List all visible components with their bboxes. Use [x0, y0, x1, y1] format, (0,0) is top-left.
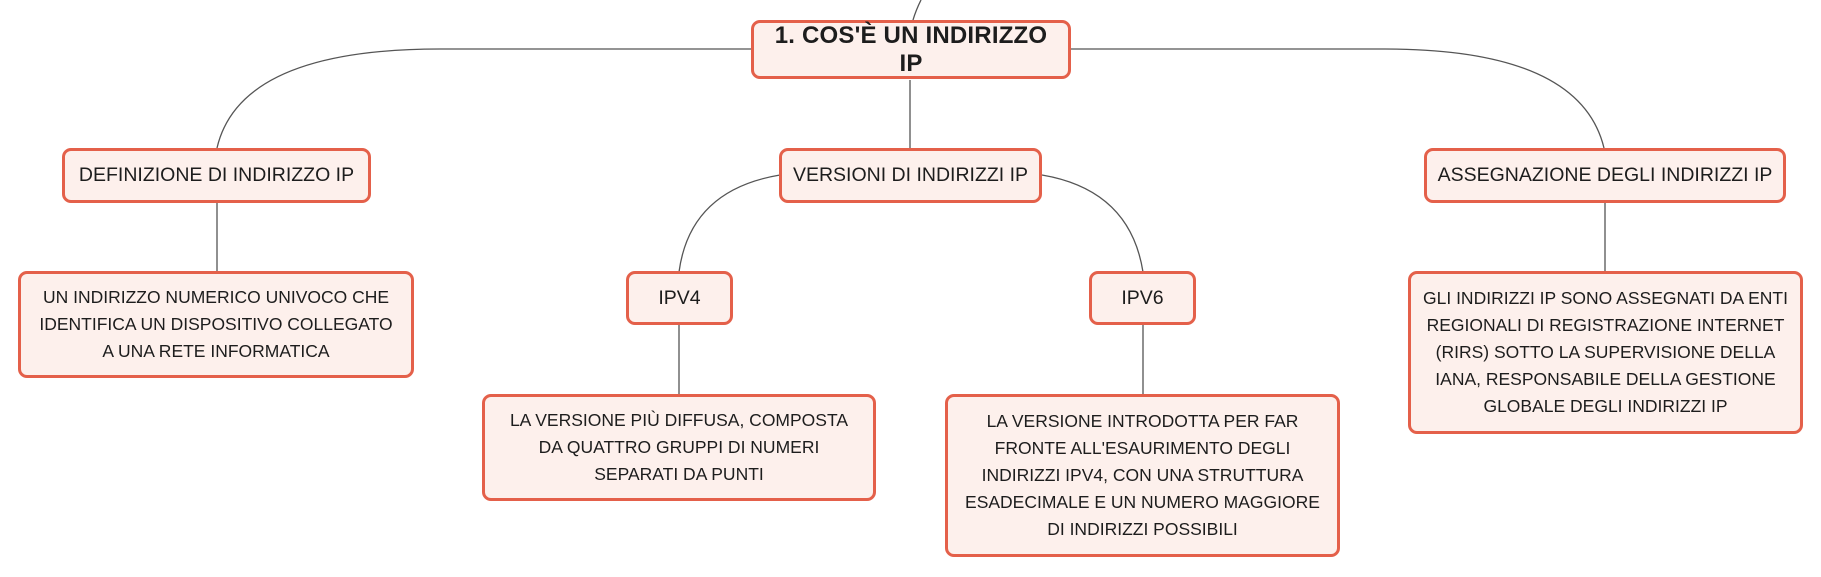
root-node[interactable]: 1. COS'È UN INDIRIZZO IP — [751, 20, 1071, 79]
subbranch-node-label: IPV6 — [1121, 286, 1164, 309]
leaf-node-text: LA VERSIONE INTRODOTTA PER FAR FRONTE AL… — [965, 411, 1320, 539]
connector-root-to-definizione — [216, 48, 752, 149]
subbranch-node-ipv6[interactable]: IPV6 — [1089, 271, 1196, 325]
connector-versioni-to-ipv6 — [1041, 174, 1144, 273]
leaf-node-definizione[interactable]: UN INDIRIZZO NUMERICO UNIVOCO CHE IDENTI… — [18, 271, 414, 378]
subbranch-node-label: IPV4 — [658, 286, 701, 309]
leaf-node-assegnazione[interactable]: GLI INDIRIZZI IP SONO ASSEGNATI DA ENTI … — [1408, 271, 1803, 434]
branch-node-label: DEFINIZIONE DI INDIRIZZO IP — [78, 164, 355, 186]
leaf-node-text: UN INDIRIZZO NUMERICO UNIVOCO CHE IDENTI… — [39, 287, 393, 361]
connector-root-to-assegnazione — [1071, 48, 1605, 149]
branch-node-versioni[interactable]: VERSIONI DI INDIRIZZI IP — [779, 148, 1042, 203]
leaf-node-text: LA VERSIONE PIÙ DIFFUSA, COMPOSTA DA QUA… — [509, 410, 849, 484]
branch-node-label: VERSIONI DI INDIRIZZI IP — [792, 164, 1029, 186]
branch-node-label: ASSEGNAZIONE DEGLI INDIRIZZI IP — [1437, 164, 1773, 186]
branch-node-definizione[interactable]: DEFINIZIONE DI INDIRIZZO IP — [62, 148, 371, 203]
connector-parent-to-root — [912, 0, 922, 21]
subbranch-node-ipv4[interactable]: IPV4 — [626, 271, 733, 325]
leaf-node-ipv6[interactable]: LA VERSIONE INTRODOTTA PER FAR FRONTE AL… — [945, 394, 1340, 557]
connector-versioni-to-ipv4 — [678, 174, 781, 273]
branch-node-assegnazione[interactable]: ASSEGNAZIONE DEGLI INDIRIZZI IP — [1424, 148, 1786, 203]
root-node-label: 1. COS'È UN INDIRIZZO IP — [774, 21, 1048, 77]
leaf-node-ipv4[interactable]: LA VERSIONE PIÙ DIFFUSA, COMPOSTA DA QUA… — [482, 394, 876, 501]
leaf-node-text: GLI INDIRIZZI IP SONO ASSEGNATI DA ENTI … — [1423, 288, 1788, 416]
